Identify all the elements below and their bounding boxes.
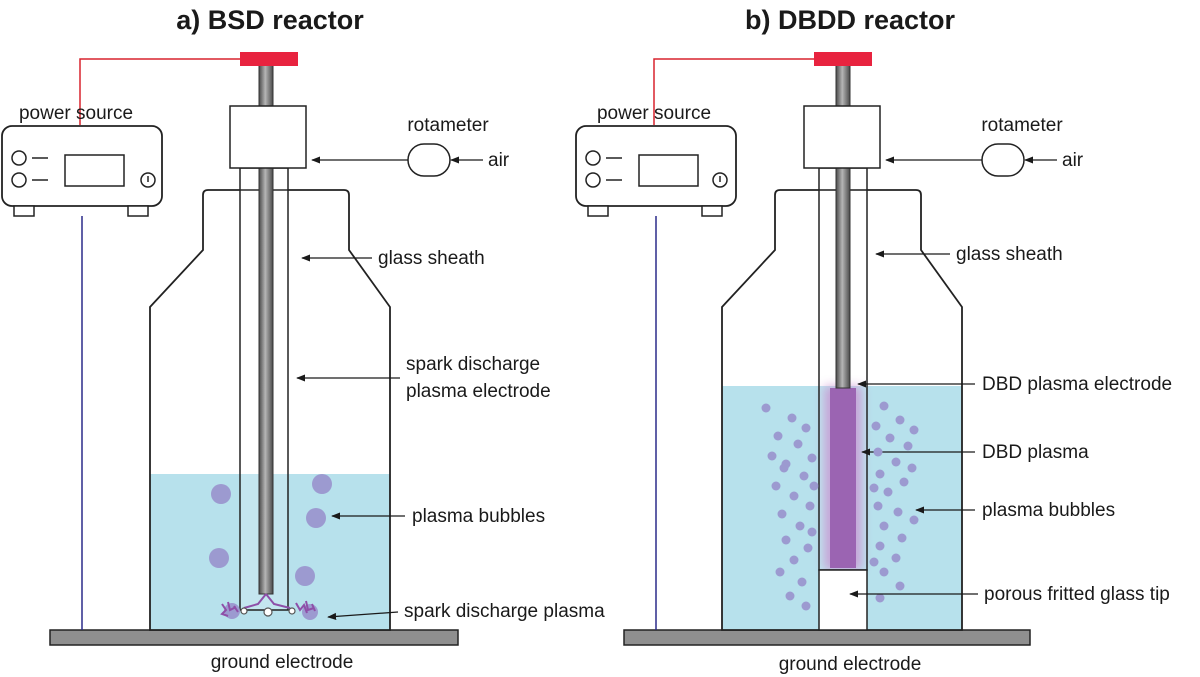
panel-b-rotameter bbox=[981, 143, 1025, 177]
panel-a-red-cap bbox=[240, 52, 298, 66]
panel-a-title: a) BSD reactor bbox=[176, 5, 364, 35]
panel-a-bubbles-label: plasma bubbles bbox=[412, 506, 545, 527]
panel-a-ground-plate bbox=[49, 629, 459, 646]
panel-a-discharge-arrow bbox=[327, 611, 399, 621]
panel-b-power-source bbox=[575, 125, 737, 217]
panel-b-bubbles-label: plasma bubbles bbox=[982, 500, 1115, 521]
panel-a-electrode-label-line1: spark discharge bbox=[406, 354, 540, 375]
panel-b-dbdd-reactor: b) DBDD reactor ground electrode power s… bbox=[575, 5, 1172, 675]
panel-a-bsd-reactor: a) BSD reactor ground electrode power so… bbox=[1, 5, 605, 673]
panel-a-spark-discharge bbox=[220, 593, 316, 617]
panel-a-bubbles bbox=[209, 474, 332, 620]
panel-b-power-source-label: power source bbox=[597, 103, 711, 124]
panel-b-fritted-tip-label: porous fritted glass tip bbox=[984, 584, 1170, 605]
panel-b-holder-block bbox=[803, 105, 881, 169]
panel-a-holder-block bbox=[229, 105, 307, 169]
panel-a-discharge-label: spark discharge plasma bbox=[404, 601, 605, 622]
panel-b-bottle bbox=[721, 189, 963, 631]
panel-b-bubbles bbox=[761, 401, 919, 611]
panel-b-ground-label: ground electrode bbox=[779, 654, 922, 675]
panel-b-rotameter-label: rotameter bbox=[981, 115, 1063, 136]
panel-b-air-label: air bbox=[1062, 150, 1084, 171]
panel-b-dbd-plasma-label: DBD plasma bbox=[982, 442, 1089, 463]
panel-a-electrode-label-line2: plasma electrode bbox=[406, 381, 551, 402]
panel-b-dbd-electrode-label: DBD plasma electrode bbox=[982, 374, 1172, 395]
panel-a-ground-label: ground electrode bbox=[211, 652, 354, 673]
panel-a-power-source bbox=[1, 125, 163, 217]
panel-a-power-wire bbox=[79, 58, 240, 125]
panel-a-power-source-label: power source bbox=[19, 103, 133, 124]
panel-b-title: b) DBDD reactor bbox=[745, 5, 956, 35]
panel-a-air-label: air bbox=[488, 150, 510, 171]
panel-b-dbd-plasma bbox=[830, 388, 856, 568]
panel-b-power-wire bbox=[653, 58, 814, 125]
panel-b-red-cap bbox=[814, 52, 872, 66]
panel-a-rotameter-label: rotameter bbox=[407, 115, 489, 136]
panel-a-glass-sheath-label: glass sheath bbox=[378, 248, 485, 269]
panel-b-fritted-tip bbox=[818, 569, 868, 631]
panel-b-ground-plate bbox=[623, 629, 1031, 646]
panel-a-bottle bbox=[149, 189, 391, 631]
panel-b-glass-sheath-label: glass sheath bbox=[956, 244, 1063, 265]
panel-a-rotameter bbox=[407, 143, 451, 177]
